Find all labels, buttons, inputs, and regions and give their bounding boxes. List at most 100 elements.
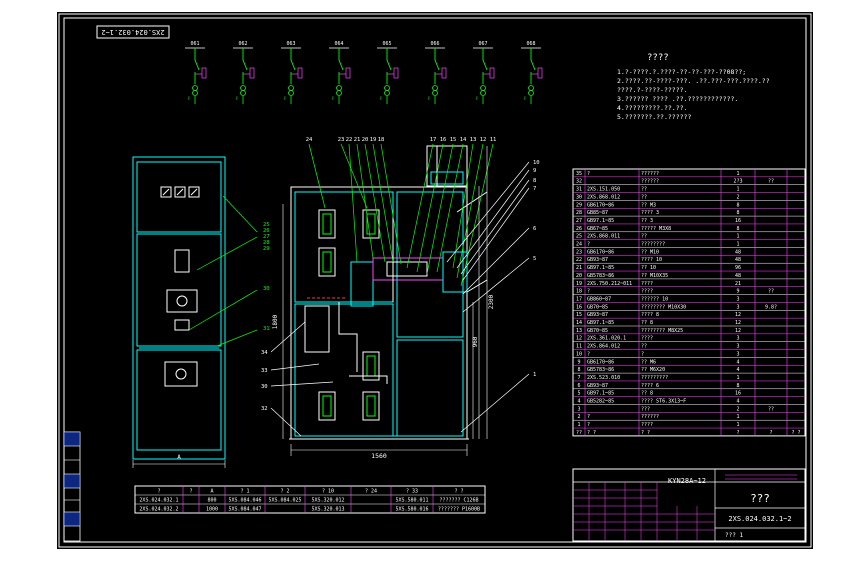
side-top-callout-21: 21 xyxy=(354,137,361,143)
variant-cell: ? 10 xyxy=(322,489,334,495)
bom-name: ????????? xyxy=(641,375,668,381)
bom-row: ??? ?? ???? ? xyxy=(576,430,801,436)
bom-no: 27 xyxy=(576,218,582,224)
title-strip-text: 2XS.024.032.1~2 xyxy=(101,28,164,36)
feeder-067: 067≀ xyxy=(473,41,495,104)
side-right-callout-7: 7 xyxy=(533,186,536,192)
bom-name: ?? M6 xyxy=(641,359,656,365)
bom-code: ? xyxy=(587,351,590,357)
side-left-callout-34: 34 xyxy=(261,350,268,356)
bom-code: GB97.1~85 xyxy=(587,391,614,397)
bom-row: 1?????1 xyxy=(577,422,739,428)
bom-code: GB93~87 xyxy=(587,257,608,263)
bom-qty: 3 xyxy=(736,336,739,342)
note-line-1: 1.?-????.?.????-??-??-???-??08??; xyxy=(617,68,746,76)
bom-no: 8 xyxy=(577,367,580,373)
note-line-2: 2.????.??-????-???. .??.???-???.????.?? xyxy=(617,77,770,85)
bom-code: GB5282~85 xyxy=(587,399,614,405)
bom-row: 24?????????1 xyxy=(576,242,740,248)
variant-cell: ??????? C126B xyxy=(439,498,478,504)
bom-remark: ? ? xyxy=(791,430,800,436)
bom-code: 2XS.868.012 xyxy=(587,194,620,200)
bom-name: ?? xyxy=(641,344,647,350)
side-right-callout-6: 6 xyxy=(533,226,536,232)
bom-qty: 8 xyxy=(736,210,739,216)
variant-cell: ? 2 xyxy=(280,489,289,495)
bom-code: GB70~85 xyxy=(587,304,608,310)
bom-qty: ? xyxy=(736,430,739,436)
bom-name: ???? ST6.3X13~F xyxy=(641,399,686,405)
bom-code: 2XS.864.012 xyxy=(587,344,620,350)
bom-name: ?? 8 xyxy=(641,391,653,397)
bom-qty: 3 xyxy=(736,304,739,310)
bom-material: ?? xyxy=(768,179,774,185)
bom-code: GB6170~86 xyxy=(587,359,614,365)
bom-material: ?? xyxy=(768,289,774,295)
bom-name: ???? xyxy=(641,289,653,295)
side-top-callout-13: 13 xyxy=(470,137,477,143)
variant-cell: ? 33 xyxy=(406,489,418,495)
bom-qty: 8 xyxy=(736,202,739,208)
bom-qty: 8 xyxy=(736,226,739,232)
bom-code: GB97.1~85 xyxy=(587,265,614,271)
bom-name: ?? 10 xyxy=(641,265,656,271)
dim-side-width: 1560 xyxy=(371,452,387,460)
bom-no: 4 xyxy=(577,399,580,405)
bom-no: 14 xyxy=(576,320,582,326)
variant-cell: ? 1 xyxy=(240,489,249,495)
side-top-callout-14: 14 xyxy=(460,137,467,143)
front-callout-29: 29 xyxy=(263,246,270,252)
bom-qty: 12 xyxy=(735,328,741,334)
title-drawing-no: 2XS.024.032.1~2 xyxy=(728,515,791,523)
bom-no: 35 xyxy=(576,171,582,177)
bom-qty: 1 xyxy=(736,234,739,240)
inner-border xyxy=(63,17,807,543)
bom-name: ???????? xyxy=(641,242,665,248)
side-dimensions xyxy=(282,146,488,456)
front-callout-26: 26 xyxy=(263,228,270,234)
front-callout-30: 30 xyxy=(263,286,270,292)
bom-qty: 1 xyxy=(736,242,739,248)
front-callout-28: 28 xyxy=(263,240,270,246)
side-right-callout-1: 1 xyxy=(533,372,536,378)
bom-material: 9.8? xyxy=(765,304,777,310)
bom-name: ? xyxy=(641,351,644,357)
bom-code: GB85~87 xyxy=(587,210,608,216)
bom-code: ? xyxy=(587,414,590,420)
bom-code: ? xyxy=(587,289,590,295)
bom-no: 18 xyxy=(576,289,582,295)
bom-name: ???? xyxy=(641,422,653,428)
side-top-callout-15: 15 xyxy=(450,137,457,143)
bom-name: ?? M3 xyxy=(641,202,656,208)
dim-h2: 1800 xyxy=(272,314,279,329)
side-left-leaders xyxy=(270,321,334,437)
bom-no: 31 xyxy=(576,187,582,193)
feeder-ct-symbol: ≀ xyxy=(188,95,190,102)
variant-cell: 5XS.580.011 xyxy=(395,498,428,504)
variant-cell: 2XS.024.032.1 xyxy=(139,498,178,504)
variant-cell: 5XS.084.025 xyxy=(268,498,301,504)
variant-cell: 2XS.024.032.2 xyxy=(139,507,178,513)
bom-code: 2XS.523.010 xyxy=(587,375,620,381)
bom-no: 1 xyxy=(577,422,580,428)
bom-qty: 4 xyxy=(736,359,739,365)
feeder-ct-symbol: ≀ xyxy=(476,95,478,102)
title-block: KYN28A~12 ??? 2XS.024.032.1~2 ??? 1 xyxy=(572,468,806,542)
bom-qty: 2?3 xyxy=(733,179,742,185)
bom-no: 12 xyxy=(576,336,582,342)
side-right-callout-8: 8 xyxy=(533,178,536,184)
bom-qty: 2 xyxy=(736,406,739,412)
